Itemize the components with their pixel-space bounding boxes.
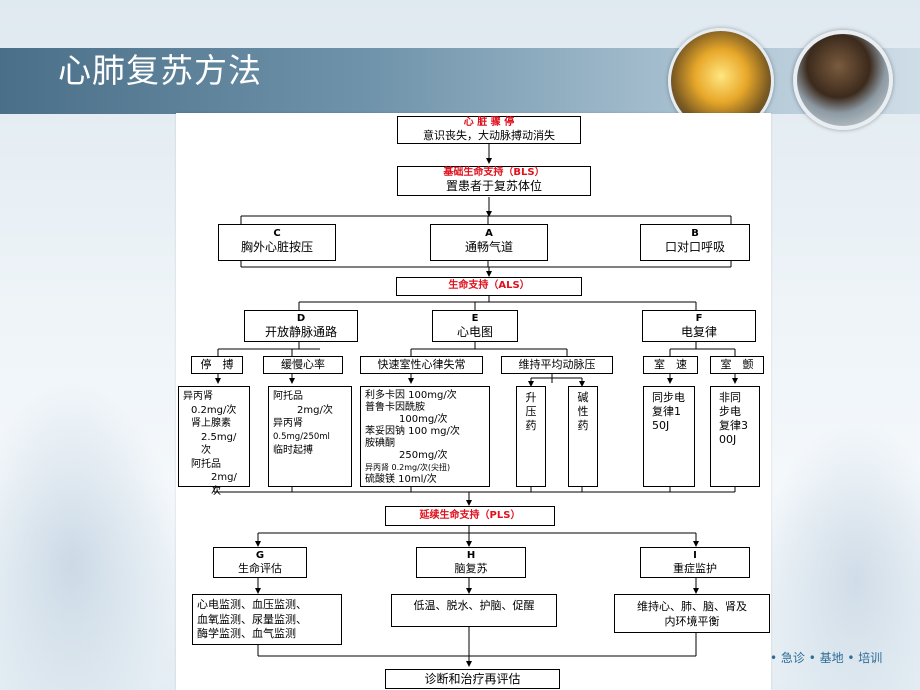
step-b-box: B 口对口呼吸 [640,224,750,261]
care-line: 内环境平衡 [664,615,720,628]
pls-box: 延续生命支持（PLS） [385,506,555,526]
drug-line: 2mg/次 [211,472,237,497]
background-glow-left [0,380,180,690]
cardiac-arrest-box: 心 脏 骤 停 意识丧失，大动脉搏动消失 [397,116,581,144]
paramedic-photo [793,30,893,130]
map-maintenance-header: 维持平均动脉压 [501,356,613,374]
footer-tagline: • 急诊 • 基地 • 培训 [770,651,883,665]
drug-line: 2mg/次 [297,404,333,416]
drug-line: 2.5mg/次 [201,431,237,457]
step-f-box: F 电复律 [642,310,756,342]
monitor-line: 酶学监测、血气监测 [197,627,296,640]
bls-box: 基础生命支持（BLS） 置患者于复苏体位 [397,166,591,196]
cpr-flowchart: 心 脏 骤 停 意识丧失，大动脉搏动消失 基础生命支持（BLS） 置患者于复苏体… [176,113,771,690]
bradycardia-header: 缓慢心率 [263,356,343,374]
drug-line: 苯妥因钠 100 mg/次 [365,426,460,437]
step-d-box: D 开放静脉通路 [244,310,358,342]
flowchart-connectors [213,144,738,667]
vasopressor-box: 升压药 [516,386,546,487]
drug-line: 阿托品 [191,458,221,470]
synchronized-cardioversion-box: 同步电复律150J [643,386,695,487]
vt-header: 室 速 [643,356,698,374]
alkaline-drug-box: 碱性药 [568,386,598,487]
monitor-line: 心电监测、血压监测、 [197,598,307,611]
care-line: 维持心、肺、脑、肾及 [637,600,747,613]
step-e-box: E 心电图 [432,310,518,342]
drug-line: 胺碘酮 [365,438,395,449]
drug-line: 肾上腺素 [191,418,231,429]
ventricular-arrhythmia-header: 快速室性心律失常 [360,356,483,374]
drug-line: 利多卡因 100mg/次 [365,390,457,401]
drug-line: 100mg/次 [399,414,448,425]
vital-monitoring-box: 心电监测、血压监测、 血氧监测、尿量监测、 酶学监测、血气监测 [192,594,342,645]
background-glow-right [760,420,920,690]
drug-line: 临时起搏 [273,445,313,456]
asystole-header: 停 搏 [191,356,243,374]
drug-line: 异丙肾 [273,418,303,429]
asystole-drugs: 异丙肾 0.2mg/次 肾上腺素 2.5mg/次 阿托品 2mg/次 [178,386,250,497]
drug-line: 异丙肾 [183,391,213,402]
drug-line: 250mg/次 [399,450,448,461]
drug-line: 0.5mg/250ml [273,431,330,442]
drug-line: 硫酸镁 10ml/次 [365,474,437,485]
drug-line: 普鲁卡因酰胺 [365,402,425,413]
bradycardia-drugs: 阿托品 2mg/次 异丙肾 0.5mg/250ml 临时起搏 [268,386,352,487]
slide-title: 心肺复苏方法 [58,51,262,90]
reassessment-box: 诊断和治疗再评估 [385,669,560,689]
als-box: 生命支持（ALS） [396,277,582,296]
drug-line: 0.2mg/次 [191,404,237,416]
step-a-box: A 通畅气道 [430,224,548,261]
step-c-box: C 胸外心脏按压 [218,224,336,261]
step-i-box: I 重症监护 [640,547,750,578]
step-h-box: H 脑复苏 [416,547,526,578]
defibrillation-box: 非同步电复律300J [710,386,760,487]
intensive-care-box: 维持心、肺、脑、肾及 内环境平衡 [614,594,770,633]
drug-line: 阿托品 [273,391,303,402]
drug-line: 异丙肾 0.2mg/次(尖扭) [365,463,451,472]
monitor-line: 血氧监测、尿量监测、 [197,612,307,626]
brain-resuscitation-box: 低温、脱水、护脑、促醒 [391,594,557,627]
vf-header: 室 颤 [710,356,764,374]
ventricular-arrhythmia-drugs: 利多卡因 100mg/次 普鲁卡因酰胺 100mg/次 苯妥因钠 100 mg/… [360,386,490,487]
step-g-box: G 生命评估 [213,547,307,578]
